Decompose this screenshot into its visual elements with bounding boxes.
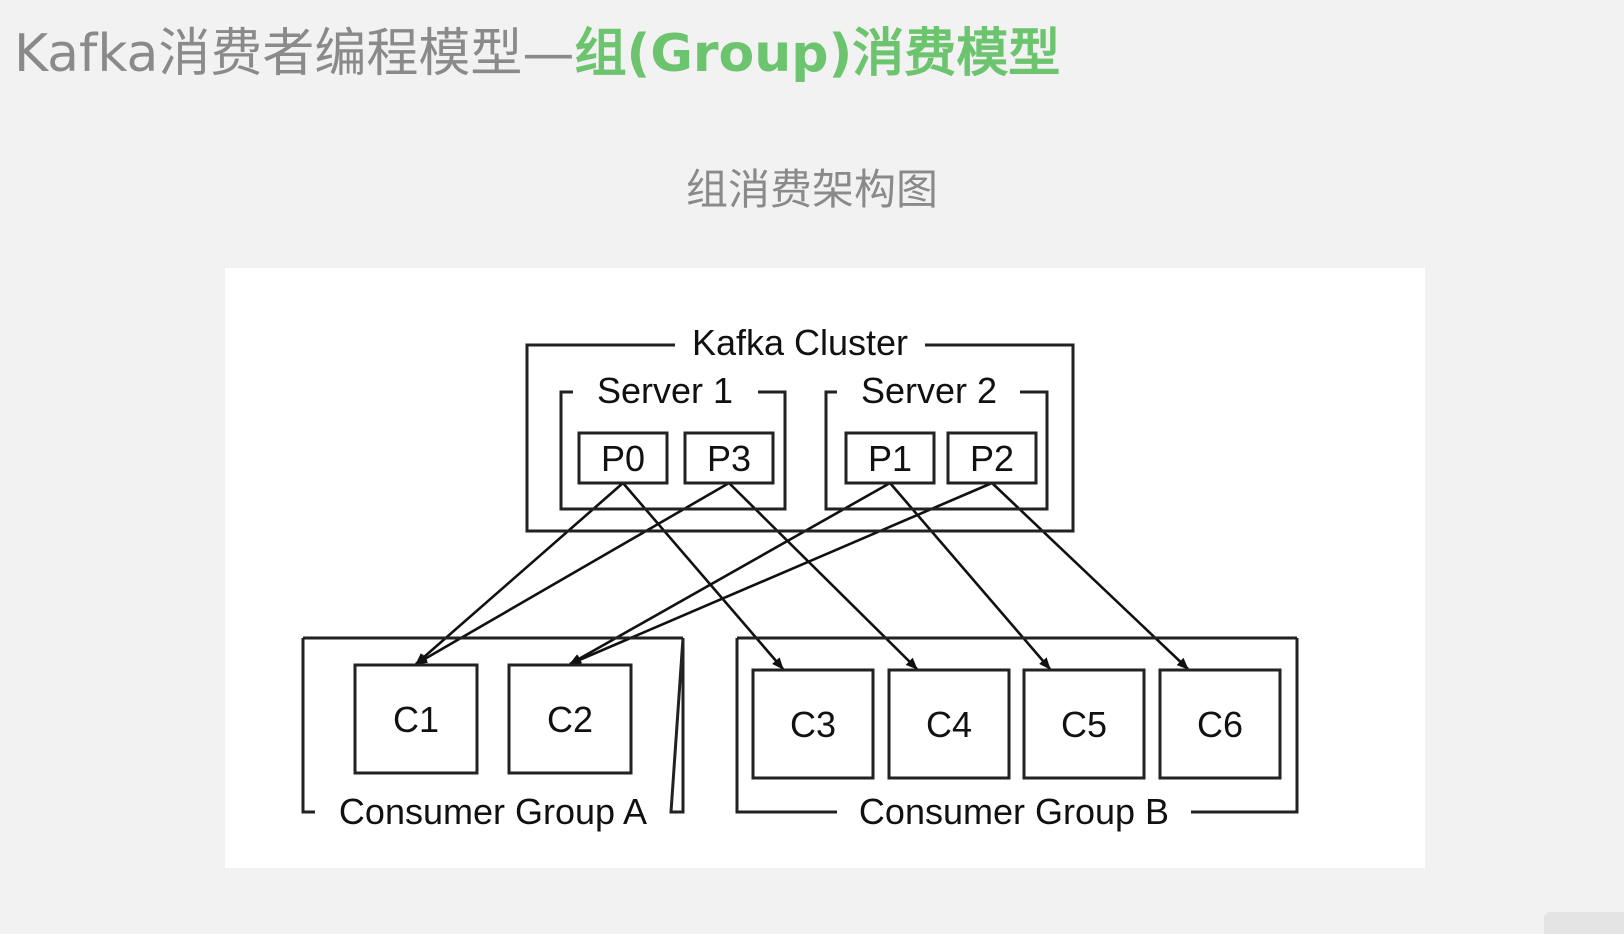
kafka-cluster: Kafka Cluster Server 1 P0 P3 Server 2 P1…: [525, 322, 1075, 533]
consumer-c5-label: C5: [1061, 704, 1107, 745]
diagram-panel: Kafka Cluster Server 1 P0 P3 Server 2 P1…: [225, 268, 1425, 868]
kafka-cluster-label: Kafka Cluster: [692, 322, 908, 363]
corner-watermark: [1544, 912, 1624, 934]
consumer-c6-label: C6: [1197, 704, 1243, 745]
arrow-p1-to-c2: [569, 481, 891, 666]
arrow-p0-to-c1: [415, 482, 624, 665]
kafka-cluster-frame: [525, 343, 1075, 533]
consumer-group-b: Consumer Group B C3 C4 C5 C6: [735, 636, 1299, 832]
consumer-c5: [1022, 668, 1146, 780]
arrow-p2-to-c2: [569, 481, 993, 666]
consumer-c2: [507, 663, 633, 775]
server-1-frame: [559, 390, 787, 511]
consumer-c3: [751, 668, 875, 780]
consumer-c4-label: C4: [926, 704, 972, 745]
title-highlight: 组(Group)消费模型: [574, 24, 1061, 84]
kafka-group-consumption-diagram: Kafka Cluster Server 1 P0 P3 Server 2 P1…: [301, 322, 1299, 832]
slide-subtitle: 组消费架构图: [685, 165, 938, 214]
consumer-group-a-label: Consumer Group A: [339, 791, 647, 832]
consumer-group-a: Consumer Group A C1 C2: [301, 636, 685, 832]
partition-p2: [946, 431, 1038, 485]
arrow-p2-to-c6: [991, 482, 1189, 670]
slide-title: Kafka消费者编程模型—组(Group)消费模型: [14, 18, 1060, 90]
consumer-group-b-label: Consumer Group B: [859, 791, 1169, 832]
partition-p1: [844, 431, 936, 485]
partition-p3: [683, 431, 775, 485]
partition-p0: [577, 431, 669, 485]
assignment-arrows: [415, 481, 1189, 670]
partition-p0-label: P0: [601, 438, 645, 479]
partition-p2-label: P2: [970, 438, 1014, 479]
server-2-frame: [824, 390, 1049, 511]
server-2: Server 2 P1 P2: [824, 370, 1049, 511]
title-prefix: Kafka消费者编程模型—: [14, 24, 575, 84]
consumer-c3-label: C3: [790, 704, 836, 745]
arrow-p3-to-c1: [415, 481, 730, 666]
arrow-p1-to-c5: [889, 482, 1051, 670]
consumer-c4: [887, 668, 1011, 780]
consumer-group-a-frame: [301, 637, 685, 814]
arrow-p3-to-c4: [728, 482, 918, 670]
consumer-c6: [1158, 668, 1282, 780]
partition-p3-label: P3: [707, 438, 751, 479]
consumer-c1-label: C1: [393, 699, 439, 740]
server-1: Server 1 P0 P3: [559, 370, 787, 511]
consumer-c1: [353, 663, 479, 775]
consumer-group-b-frame: [735, 638, 1299, 814]
consumer-c2-label: C2: [547, 699, 593, 740]
server-2-label: Server 2: [861, 370, 997, 411]
partition-p1-label: P1: [868, 438, 912, 479]
server-1-label: Server 1: [597, 370, 733, 411]
